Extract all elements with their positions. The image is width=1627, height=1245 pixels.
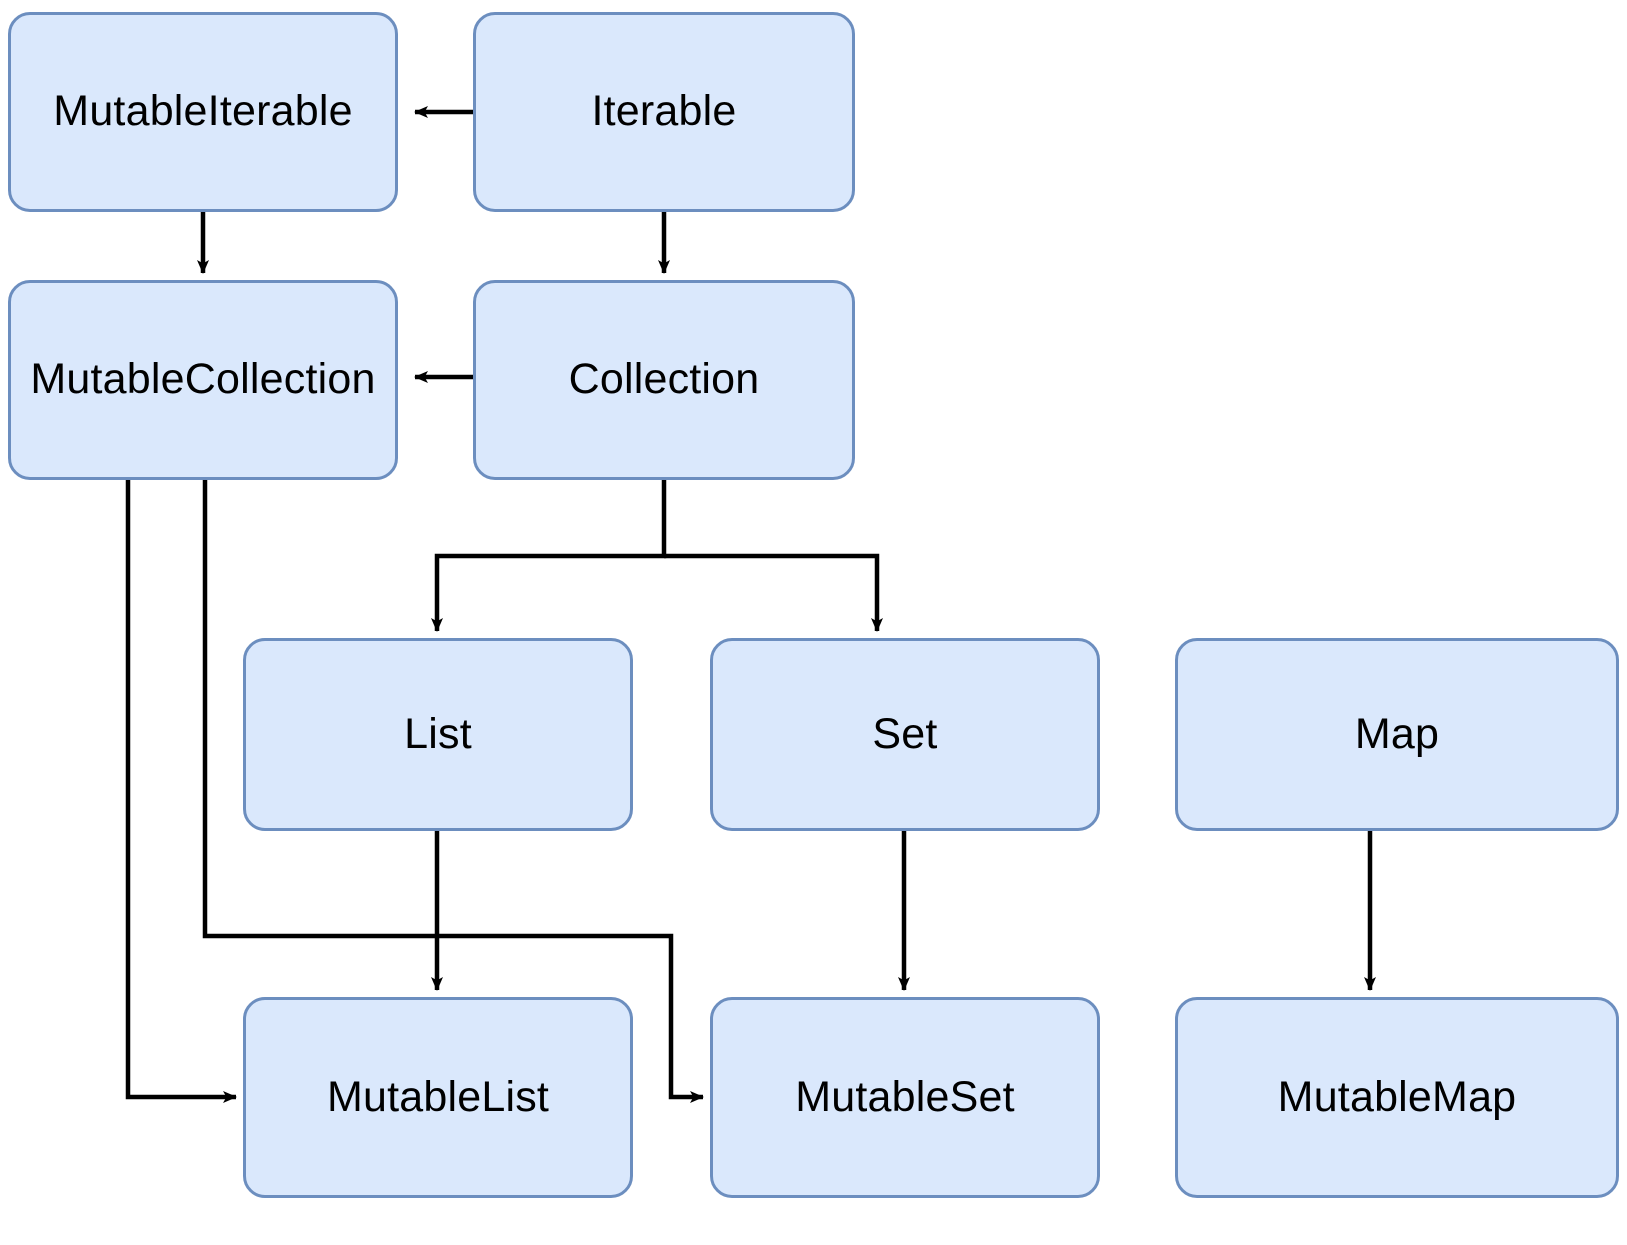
node-label-list: List [404,709,472,758]
node-label-collection: Collection [568,355,760,404]
node-set[interactable]: Set [710,638,1100,831]
node-list[interactable]: List [243,638,633,831]
node-mutable-list[interactable]: MutableList [243,997,633,1198]
node-iterable[interactable]: Iterable [473,12,855,212]
node-label-mutable-set: MutableSet [795,1072,1015,1121]
node-label-mutable-map: MutableMap [1277,1072,1517,1121]
node-label-iterable: Iterable [591,87,737,136]
node-mutable-collection[interactable]: MutableCollection [8,280,398,480]
node-label-mutable-list: MutableList [326,1072,550,1121]
node-label-mutable-iterable: MutableIterable [53,87,353,136]
edge-collection-to-list [431,480,667,632]
node-mutable-iterable[interactable]: MutableIterable [8,12,398,212]
node-mutable-map[interactable]: MutableMap [1175,997,1619,1198]
node-label-mutable-collection: MutableCollection [30,355,376,404]
edge-mutable-collection-to-mutable-list [125,480,237,1103]
edge-collection-to-set [664,553,883,632]
node-label-map: Map [1354,709,1440,758]
node-label-set: Set [872,709,938,758]
node-mutable-set[interactable]: MutableSet [710,997,1100,1198]
node-collection[interactable]: Collection [473,280,855,480]
node-map[interactable]: Map [1175,638,1619,831]
